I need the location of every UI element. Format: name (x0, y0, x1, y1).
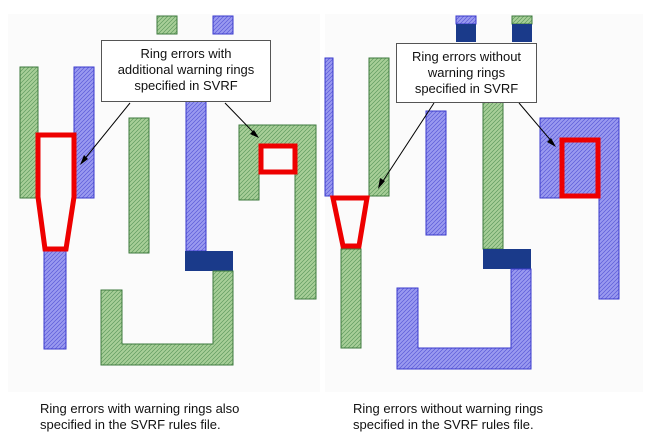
pointer-line-right-b (518, 102, 554, 144)
left-panel-shapes (19, 15, 317, 366)
callout-right: Ring errors without warning rings specif… (396, 43, 537, 103)
green-wire-top (156, 15, 178, 35)
caption-left-line-1: Ring errors with warning rings also (40, 401, 240, 416)
navy-via (185, 251, 233, 271)
callout-right-line-3: specified in SVRF (414, 81, 519, 96)
ring-error-marker-small (258, 143, 298, 175)
green-wire-left (19, 66, 39, 199)
pointer-arrow-right-a (378, 178, 385, 189)
ring-error-marker-trapezoid (329, 195, 370, 249)
blue-u-shape (396, 268, 532, 370)
callout-left: Ring errors with additional warning ring… (101, 40, 271, 102)
green-wire-upper-right (368, 57, 390, 197)
pointer-arrow-left-a (80, 155, 88, 165)
pointer-line-left-a (82, 102, 131, 162)
pointer-arrow-left-b (250, 130, 259, 138)
callout-left-line-3: specified in SVRF (134, 78, 238, 93)
callout-left-line-1: Ring errors with (140, 46, 232, 61)
blue-wire-edge (324, 57, 334, 197)
callout-left-line-2: additional warning rings (117, 62, 255, 77)
pointer-line-right-a (380, 102, 435, 185)
blue-wire-lower (43, 248, 67, 350)
caption-left-line-2: specified in the SVRF rules file. (40, 417, 221, 432)
navy-via-right (483, 249, 531, 269)
caption-right: Ring errors without warning rings specif… (353, 401, 543, 433)
green-wire-top-right (511, 15, 533, 25)
ring-error-marker-tall (559, 137, 601, 199)
blue-wire-top-right (455, 15, 477, 25)
blue-wire-upper (73, 66, 95, 199)
blue-wire-middle-right (425, 110, 447, 236)
navy-via-top-right (512, 24, 532, 42)
navy-via-top-left (456, 24, 476, 42)
caption-right-line-1: Ring errors without warning rings (353, 401, 544, 416)
right-panel-shapes (324, 15, 620, 370)
green-wire-long-right (482, 98, 504, 250)
pointer-arrow-right-b (547, 138, 556, 147)
green-wire-lower-right (340, 248, 362, 349)
green-wire-middle (128, 117, 150, 254)
callout-right-line-2: warning rings (427, 65, 506, 80)
caption-right-line-2: specified in the SVRF rules file. (353, 417, 534, 432)
caption-left: Ring errors with warning rings also spec… (40, 401, 239, 433)
green-u-shape (100, 270, 234, 366)
blue-wire-long (185, 98, 207, 252)
callout-right-line-1: Ring errors without (411, 49, 522, 64)
ring-error-marker-tapered (35, 132, 77, 252)
pointer-line-left-b (224, 102, 257, 136)
blue-wire-top (212, 15, 234, 35)
